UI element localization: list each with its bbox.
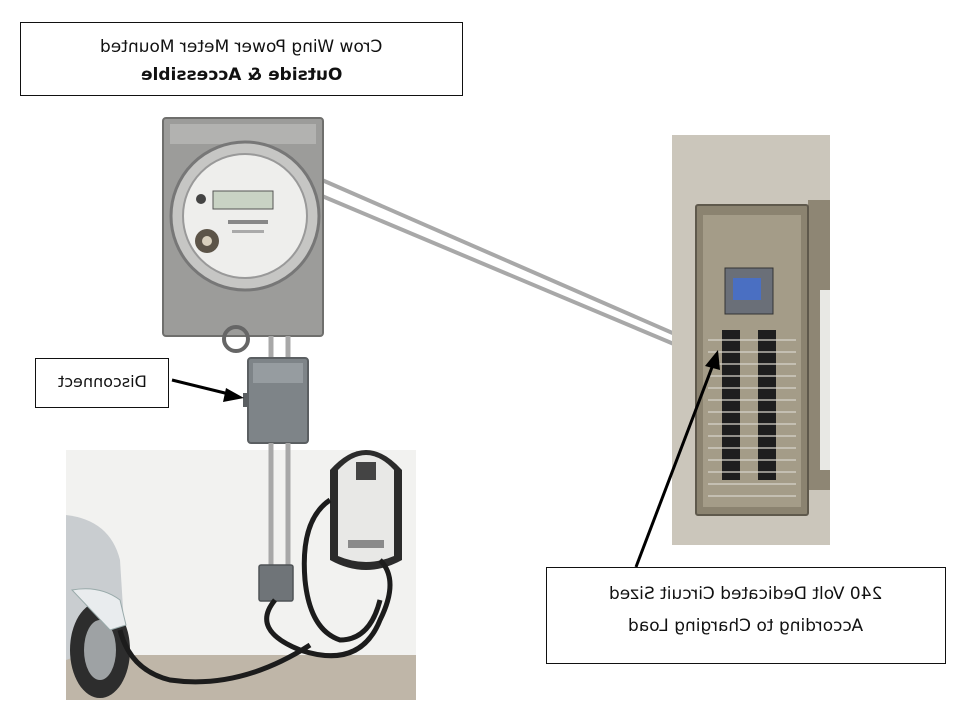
charger-status-icon (356, 462, 376, 480)
power-meter (162, 117, 324, 353)
charging-plug (70, 588, 127, 631)
panel-label (820, 290, 830, 470)
circuit-callout: 240 Volt Dedicated Circuit Sized Accordi… (546, 567, 946, 664)
meter-callout-line2: Outside & Accessible (140, 65, 343, 85)
charging-cable (117, 497, 393, 685)
supply-wires (321, 178, 701, 357)
meter-callout: Crow Wing Power Meter Mounted Outside & … (20, 22, 463, 96)
circuit-callout-line2: According to Charging Load (628, 616, 864, 636)
meter-display (212, 190, 274, 210)
disconnect-label: Disconnect (57, 372, 147, 391)
circuit-arrow (634, 361, 716, 568)
main-breaker (733, 278, 761, 300)
junction-box (258, 564, 294, 602)
circuit-arrowhead (705, 350, 720, 370)
breaker-rows (722, 330, 776, 480)
meter-callout-line1: Crow Wing Power Meter Mounted (100, 37, 383, 57)
electrical-panel (672, 135, 830, 545)
arrows (171, 350, 720, 568)
disconnect-arrow (171, 378, 234, 397)
disconnect-box (243, 357, 309, 444)
breaker-slots (708, 339, 796, 497)
charger-conduit (268, 443, 291, 570)
meter-conduit (268, 336, 291, 360)
meter-seal (222, 325, 250, 353)
circuit-callout-line1: 240 Volt Dedicated Circuit Sized (609, 584, 883, 604)
disconnect-arrowhead (223, 388, 244, 402)
disconnect-callout: Disconnect (35, 358, 169, 408)
ev-charger (330, 450, 402, 570)
